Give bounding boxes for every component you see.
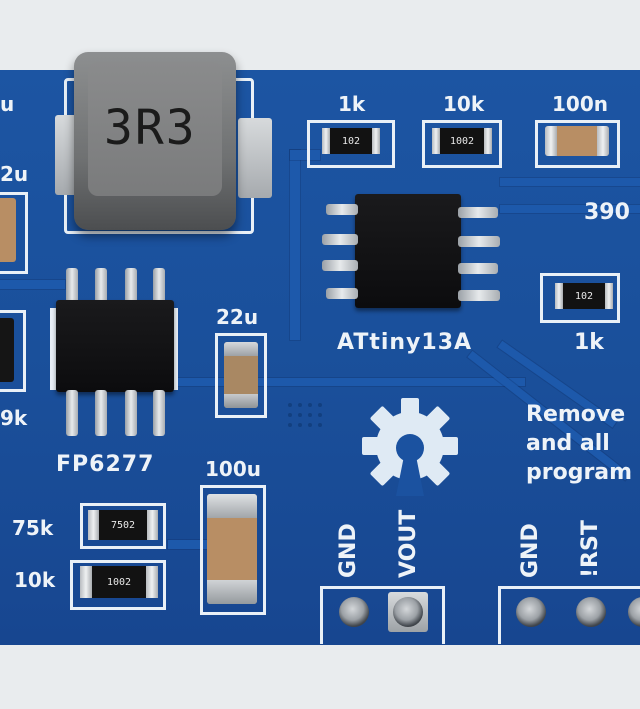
- inductor-body: 3R3: [74, 52, 236, 230]
- cap-top-right-label: 100n: [552, 92, 608, 116]
- inductor-pad-right: [238, 118, 272, 198]
- r-top-left-outline: [307, 120, 395, 168]
- note-line3: program: [526, 460, 633, 485]
- open-hardware-gear-icon: [362, 398, 458, 496]
- pin: [458, 263, 498, 274]
- header2-gnd-pad: [516, 597, 546, 627]
- pin: [458, 207, 498, 218]
- via-grid: [288, 403, 322, 427]
- trace: [165, 378, 525, 386]
- note-line1: Remove: [526, 402, 626, 427]
- pin: [125, 268, 137, 304]
- cap-100u: [207, 494, 257, 604]
- r-left-outline: [0, 310, 26, 392]
- r-75k-code: 7502: [110, 519, 136, 531]
- r-top-left: 102: [322, 128, 380, 154]
- header2-rst-label: !RST: [578, 520, 603, 578]
- left-edge-9k-label: 9k: [0, 406, 28, 430]
- cap-left: [0, 198, 16, 262]
- pin: [458, 290, 500, 301]
- r-75k-label: 75k: [12, 516, 54, 540]
- reg-silk-right: [172, 308, 178, 390]
- note-line2: and all: [526, 431, 610, 456]
- cap-top-right-outline: [535, 120, 620, 168]
- r-75k: 7502: [88, 510, 158, 540]
- pin: [322, 234, 358, 245]
- trace: [0, 280, 65, 289]
- header-vout-label: VOUT: [396, 509, 421, 578]
- trace: [290, 150, 300, 340]
- mcu-label: ATtiny13A: [337, 330, 473, 355]
- header-gnd-pad: [339, 597, 369, 627]
- header-vout-square-pad: [388, 592, 428, 632]
- regulator-chip: [56, 300, 174, 392]
- r-right-code: 102: [574, 290, 594, 302]
- right-edge-partial-label: 390: [584, 200, 630, 225]
- cap-22u-label: 22u: [216, 305, 259, 329]
- trace: [500, 178, 640, 186]
- r-10k-code: 1002: [106, 576, 132, 588]
- trace: [500, 205, 640, 213]
- r-right-label: 1k: [574, 330, 604, 355]
- r-left: [0, 318, 14, 382]
- trace: [290, 150, 320, 160]
- r-10k-outline: [70, 560, 166, 610]
- pin: [153, 268, 165, 304]
- header-prog-outline: [498, 586, 640, 644]
- cap-22u: [224, 342, 258, 408]
- pin: [322, 260, 358, 271]
- cap-left-outline: [0, 192, 28, 274]
- r-10k-label: 10k: [14, 568, 56, 592]
- pin: [458, 236, 500, 247]
- pin: [95, 268, 107, 304]
- pin: [326, 204, 358, 215]
- note-text: Remove and all program: [526, 400, 632, 487]
- reg-silk-left: [50, 308, 56, 390]
- cap-100u-outline: [200, 485, 266, 615]
- r-10k: 1002: [80, 566, 158, 598]
- r-top-mid: 1002: [432, 128, 492, 154]
- r-top-mid-code: 1002: [449, 135, 475, 147]
- cap-left-label: 2u: [0, 162, 29, 186]
- r-top-left-code: 102: [341, 135, 361, 147]
- r-75k-outline: [80, 503, 166, 549]
- pin: [326, 288, 358, 299]
- header2-rst-pad: [576, 597, 606, 627]
- pin: [125, 390, 137, 436]
- header2-pad-partial: [628, 597, 640, 627]
- mcu-chip: [355, 194, 461, 308]
- inductor-marking: 3R3: [104, 100, 197, 156]
- pin: [95, 390, 107, 436]
- r-right: 102: [555, 283, 613, 309]
- pin: [66, 268, 78, 304]
- pin: [66, 390, 78, 436]
- r-top-mid-outline: [422, 120, 502, 168]
- r-top-left-label: 1k: [338, 92, 366, 116]
- trace: [168, 540, 208, 549]
- cap-top-right: [545, 126, 609, 156]
- cap-100u-label: 100u: [205, 457, 261, 481]
- r-top-mid-label: 10k: [443, 92, 485, 116]
- pin: [153, 390, 165, 436]
- r-right-outline: [540, 273, 620, 323]
- header-vout-outline: [320, 586, 445, 644]
- left-edge-u-label: u: [0, 92, 15, 116]
- regulator-label: FP6277: [56, 452, 155, 477]
- header-gnd-label: GND: [336, 523, 361, 578]
- cap-22u-outline: [215, 333, 267, 418]
- header2-gnd-label: GND: [518, 523, 543, 578]
